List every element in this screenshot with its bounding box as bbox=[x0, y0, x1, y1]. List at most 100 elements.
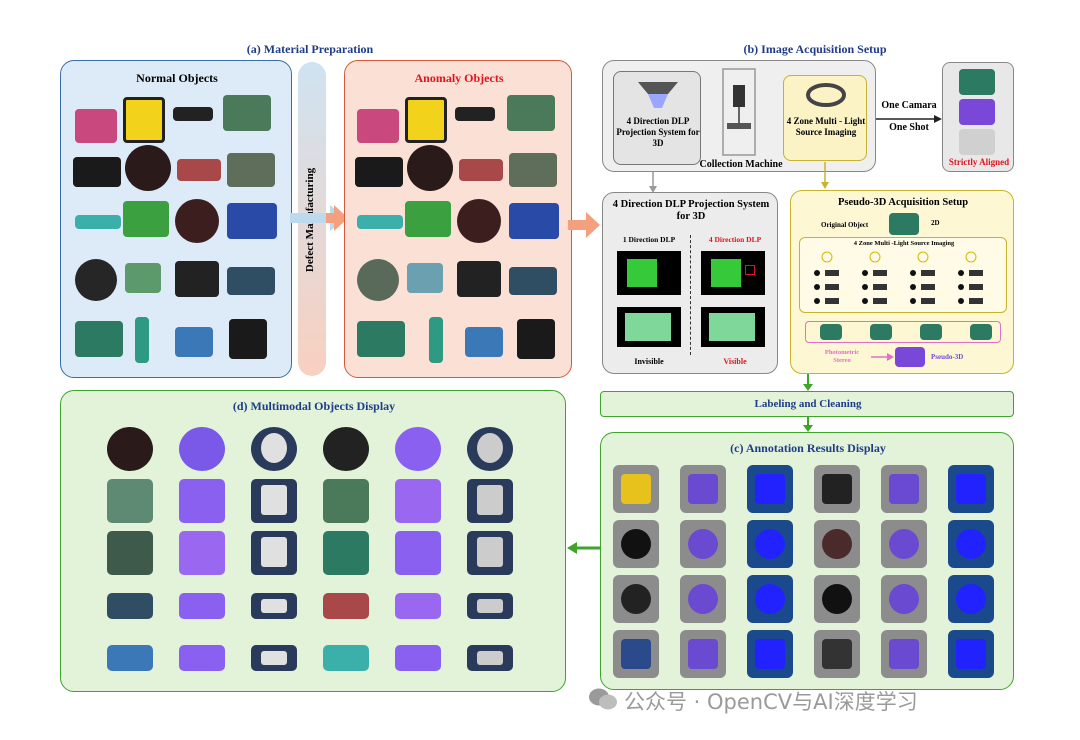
object-thumb bbox=[227, 267, 275, 295]
section-d-title: (d) Multimodal Objects Display bbox=[232, 399, 396, 413]
object-thumb bbox=[227, 153, 275, 187]
object-thumb bbox=[920, 324, 942, 340]
annotation-object bbox=[889, 639, 919, 669]
multimodal-object bbox=[467, 593, 513, 619]
section-b-title: (b) Image Acquisition Setup bbox=[743, 42, 887, 56]
annotation-object bbox=[621, 529, 651, 559]
dlp-col1-label: 1 Direction DLP bbox=[622, 235, 676, 244]
annotation-object bbox=[822, 474, 852, 504]
object-highlight bbox=[477, 599, 503, 613]
annotation-tile bbox=[948, 630, 994, 678]
arrow-down-icon bbox=[821, 162, 829, 189]
object-thumb bbox=[357, 259, 399, 301]
multimodal-object bbox=[323, 593, 369, 619]
annotation-object bbox=[956, 529, 986, 559]
arrow-right-icon bbox=[568, 212, 600, 238]
object-thumb bbox=[123, 201, 169, 237]
multimodal-object bbox=[323, 645, 369, 671]
arrow-right-icon bbox=[876, 115, 942, 123]
multimodal-object bbox=[323, 427, 369, 471]
object-thumb bbox=[455, 107, 495, 121]
object-thumb bbox=[175, 261, 219, 297]
arrow-left-icon bbox=[567, 542, 600, 554]
multimodal-object bbox=[251, 593, 297, 619]
collection-machine-icon bbox=[722, 68, 756, 156]
multimodal-object bbox=[251, 645, 297, 671]
dlp-col2-label: 4 Direction DLP bbox=[708, 235, 762, 244]
multimodal-object bbox=[467, 645, 513, 671]
annotation-tile bbox=[881, 520, 927, 568]
annotation-object bbox=[688, 584, 718, 614]
acquisition-setup-panel: 4 Direction DLP Projection System for 3D… bbox=[602, 60, 876, 172]
section-a-title: (a) Material Preparation bbox=[246, 42, 374, 56]
annotation-object bbox=[621, 584, 651, 614]
annotation-object bbox=[688, 474, 718, 504]
projector-icon bbox=[638, 82, 678, 108]
object-thumb bbox=[357, 215, 403, 229]
labeling-cleaning-bar: Labeling and Cleaning bbox=[600, 391, 1014, 417]
multimodal-object bbox=[395, 427, 441, 471]
object-thumb bbox=[959, 99, 995, 125]
object-thumb bbox=[457, 199, 501, 243]
annotation-tile bbox=[613, 630, 659, 678]
multimodal-object bbox=[251, 479, 297, 523]
multimodal-object bbox=[179, 531, 225, 575]
annotation-object bbox=[822, 529, 852, 559]
light-imaging-title: 4 Zone Multi -Light Source Imaging bbox=[853, 240, 955, 247]
annotation-tile bbox=[948, 575, 994, 623]
annotation-tile bbox=[680, 465, 726, 513]
arrow-right-icon bbox=[326, 205, 348, 231]
object-thumb bbox=[177, 159, 221, 181]
object-highlight bbox=[261, 433, 287, 463]
annotation-tile bbox=[814, 630, 860, 678]
dlp-projection-panel: 4 Direction DLP Projection System for 3D… bbox=[602, 192, 778, 374]
object-thumb bbox=[73, 157, 121, 187]
annotation-tile bbox=[881, 630, 927, 678]
object-thumb bbox=[870, 324, 892, 340]
multimodal-object bbox=[467, 427, 513, 471]
one-camera-label: One Camara bbox=[881, 100, 937, 111]
object-thumb bbox=[509, 267, 557, 295]
annotation-object bbox=[688, 639, 718, 669]
original-object-label: Original Object bbox=[821, 221, 869, 229]
multimodal-object bbox=[395, 479, 441, 523]
label-2d: 2D bbox=[931, 219, 940, 227]
photometric-label: Photometric Stereo bbox=[824, 349, 860, 364]
arrow-down-icon bbox=[803, 374, 813, 391]
annotation-results-panel: (c) Annotation Results Display bbox=[600, 432, 1014, 690]
object-thumb bbox=[507, 95, 555, 131]
multimodal-object bbox=[107, 645, 153, 671]
pseudo3d-title: Pseudo-3D Acquisition Setup bbox=[837, 197, 969, 208]
object-thumb bbox=[895, 347, 925, 367]
object-thumb bbox=[75, 259, 117, 301]
object-highlight bbox=[261, 537, 287, 567]
multimodal-object bbox=[107, 531, 153, 575]
object-thumb bbox=[125, 145, 171, 191]
watermark-text: 公众号 · OpenCV与AI深度学习 bbox=[624, 690, 918, 714]
object-thumb bbox=[407, 263, 443, 293]
object-thumb bbox=[457, 261, 501, 297]
collection-machine-label: Collection Machine bbox=[699, 159, 783, 170]
dlp-image bbox=[701, 307, 765, 347]
object-thumb bbox=[357, 109, 399, 143]
dlp-image bbox=[617, 251, 681, 295]
dlp-panel-title: 4 Direction DLP Projection System for 3D bbox=[612, 199, 770, 222]
annotation-tile bbox=[814, 520, 860, 568]
pseudo3d-label: Pseudo-3D bbox=[931, 353, 964, 361]
object-highlight bbox=[477, 433, 503, 463]
annotation-object bbox=[822, 639, 852, 669]
annotation-object bbox=[889, 584, 919, 614]
object-thumb bbox=[509, 203, 559, 239]
multimodal-object bbox=[467, 531, 513, 575]
annotation-tile bbox=[747, 520, 793, 568]
labeling-cleaning-label: Labeling and Cleaning bbox=[754, 398, 862, 410]
one-shot-label: One Shot bbox=[889, 122, 929, 133]
annotation-object bbox=[755, 639, 785, 669]
object-thumb bbox=[357, 321, 405, 357]
anomaly-objects-panel: Anomaly Objects bbox=[344, 60, 572, 378]
normal-objects-panel: Normal Objects bbox=[60, 60, 292, 378]
annotation-object bbox=[621, 639, 651, 669]
annotation-tile bbox=[948, 520, 994, 568]
object-highlight bbox=[261, 599, 287, 613]
pseudo3d-panel: Pseudo-3D Acquisition Setup Original Obj… bbox=[790, 190, 1014, 374]
